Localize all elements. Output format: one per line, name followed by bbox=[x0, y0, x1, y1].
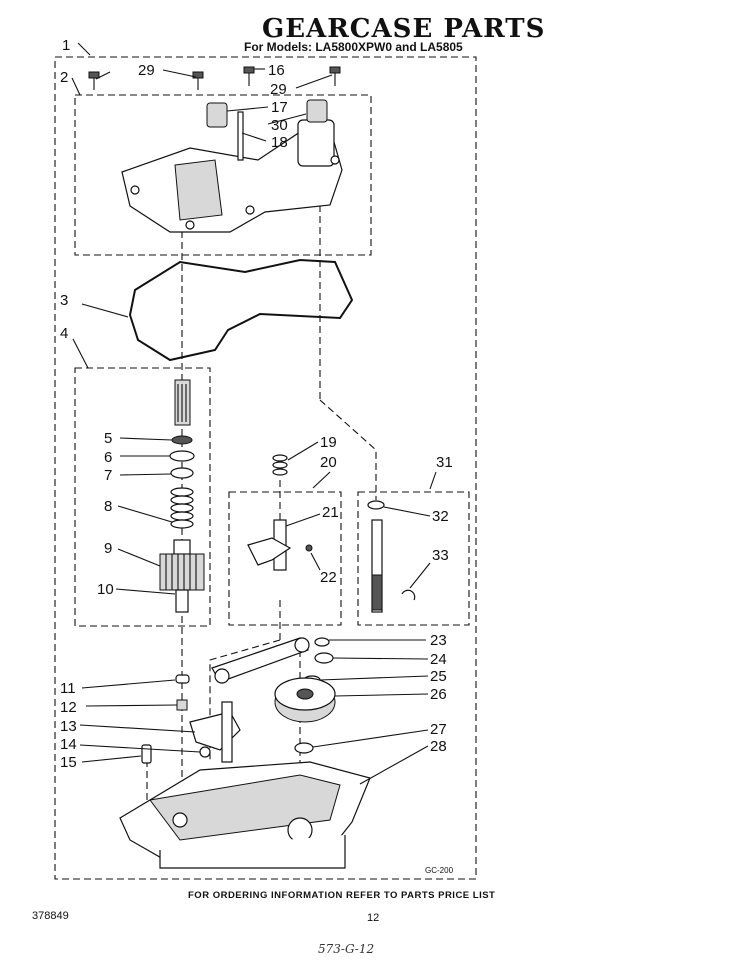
callout-1: 1 bbox=[62, 37, 70, 54]
shift-fork bbox=[247, 537, 292, 566]
page-title: GEARCASE PARTS bbox=[262, 14, 546, 44]
ordering-note: FOR ORDERING INFORMATION REFER TO PARTS … bbox=[188, 890, 496, 901]
link-arm-23 bbox=[211, 637, 310, 684]
callout-25: 25 bbox=[430, 668, 447, 685]
callout-27: 27 bbox=[430, 721, 447, 738]
callout-30: 30 bbox=[271, 117, 288, 134]
callout-14: 14 bbox=[60, 736, 77, 753]
callout-17: 17 bbox=[271, 99, 288, 116]
callout-2: 2 bbox=[60, 69, 68, 86]
seal-11 bbox=[175, 674, 190, 684]
washer-5 bbox=[171, 435, 193, 445]
callout-8: 8 bbox=[104, 498, 112, 515]
callout-12: 12 bbox=[60, 699, 77, 716]
callout-29a: 29 bbox=[138, 62, 155, 79]
callout-33: 33 bbox=[432, 547, 449, 564]
drive-shaft bbox=[371, 519, 383, 613]
callout-29b: 29 bbox=[270, 81, 287, 98]
callout-20: 20 bbox=[320, 454, 337, 471]
callout-11: 11 bbox=[60, 680, 76, 697]
bushing-17 bbox=[206, 102, 228, 128]
pinion-gear-9 bbox=[159, 539, 205, 613]
callout-23: 23 bbox=[430, 632, 447, 649]
spring-19 bbox=[272, 454, 288, 476]
callout-13: 13 bbox=[60, 718, 77, 735]
washer-6 bbox=[169, 450, 195, 462]
washer-27 bbox=[294, 742, 314, 754]
callout-31: 31 bbox=[436, 454, 453, 471]
page-number: 12 bbox=[367, 912, 380, 924]
callout-18: 18 bbox=[271, 134, 288, 151]
callout-21: 21 bbox=[322, 504, 339, 521]
pinion-subassembly-box bbox=[74, 367, 211, 627]
figure-code: GC-200 bbox=[425, 866, 454, 875]
pin-22 bbox=[305, 544, 313, 552]
document-number: 378849 bbox=[32, 910, 69, 922]
callout-4: 4 bbox=[60, 325, 68, 342]
spring-8 bbox=[170, 487, 194, 529]
callout-5: 5 bbox=[104, 430, 112, 447]
assembly-frame bbox=[54, 56, 477, 880]
model-numbers: For Models: LA5800XPW0 and LA5805 bbox=[244, 40, 463, 54]
screw-29-mid bbox=[192, 71, 204, 90]
callout-6: 6 bbox=[104, 449, 112, 466]
callout-16: 16 bbox=[268, 62, 285, 79]
callout-24: 24 bbox=[430, 651, 447, 668]
pin-18 bbox=[237, 111, 244, 161]
callout-3: 3 bbox=[60, 292, 68, 309]
callout-15: 15 bbox=[60, 754, 77, 771]
gasket bbox=[128, 258, 354, 362]
callout-10: 10 bbox=[97, 581, 114, 598]
cover-subassembly-box bbox=[74, 94, 372, 256]
gear-cover bbox=[121, 119, 343, 233]
dowel-15 bbox=[141, 744, 152, 764]
main-gear-26 bbox=[274, 677, 336, 723]
callout-7: 7 bbox=[104, 467, 112, 484]
callout-28: 28 bbox=[430, 738, 447, 755]
washer-32 bbox=[367, 500, 385, 510]
callout-9: 9 bbox=[104, 540, 112, 557]
callout-26: 26 bbox=[430, 686, 447, 703]
callout-22: 22 bbox=[320, 569, 337, 586]
pinion-shaft bbox=[174, 379, 191, 426]
shaft-subassembly-box bbox=[357, 491, 470, 626]
washer-23 bbox=[314, 637, 330, 647]
washer-7 bbox=[170, 467, 194, 479]
washer-14 bbox=[199, 746, 211, 758]
bushing-30 bbox=[306, 99, 328, 123]
handwritten-note: 573-G-12 bbox=[318, 942, 375, 956]
shifter-subassembly-box bbox=[228, 491, 342, 626]
callout-32: 32 bbox=[432, 508, 449, 525]
clip-33 bbox=[401, 589, 416, 601]
shift-lever-13 bbox=[189, 701, 241, 763]
bearing-12 bbox=[176, 699, 188, 711]
washer-24 bbox=[314, 652, 334, 664]
screw-16 bbox=[243, 66, 255, 86]
callout-19: 19 bbox=[320, 434, 337, 451]
screw-29-left bbox=[88, 71, 100, 90]
gearcase-base bbox=[119, 761, 371, 869]
screw-29-right bbox=[329, 66, 341, 86]
